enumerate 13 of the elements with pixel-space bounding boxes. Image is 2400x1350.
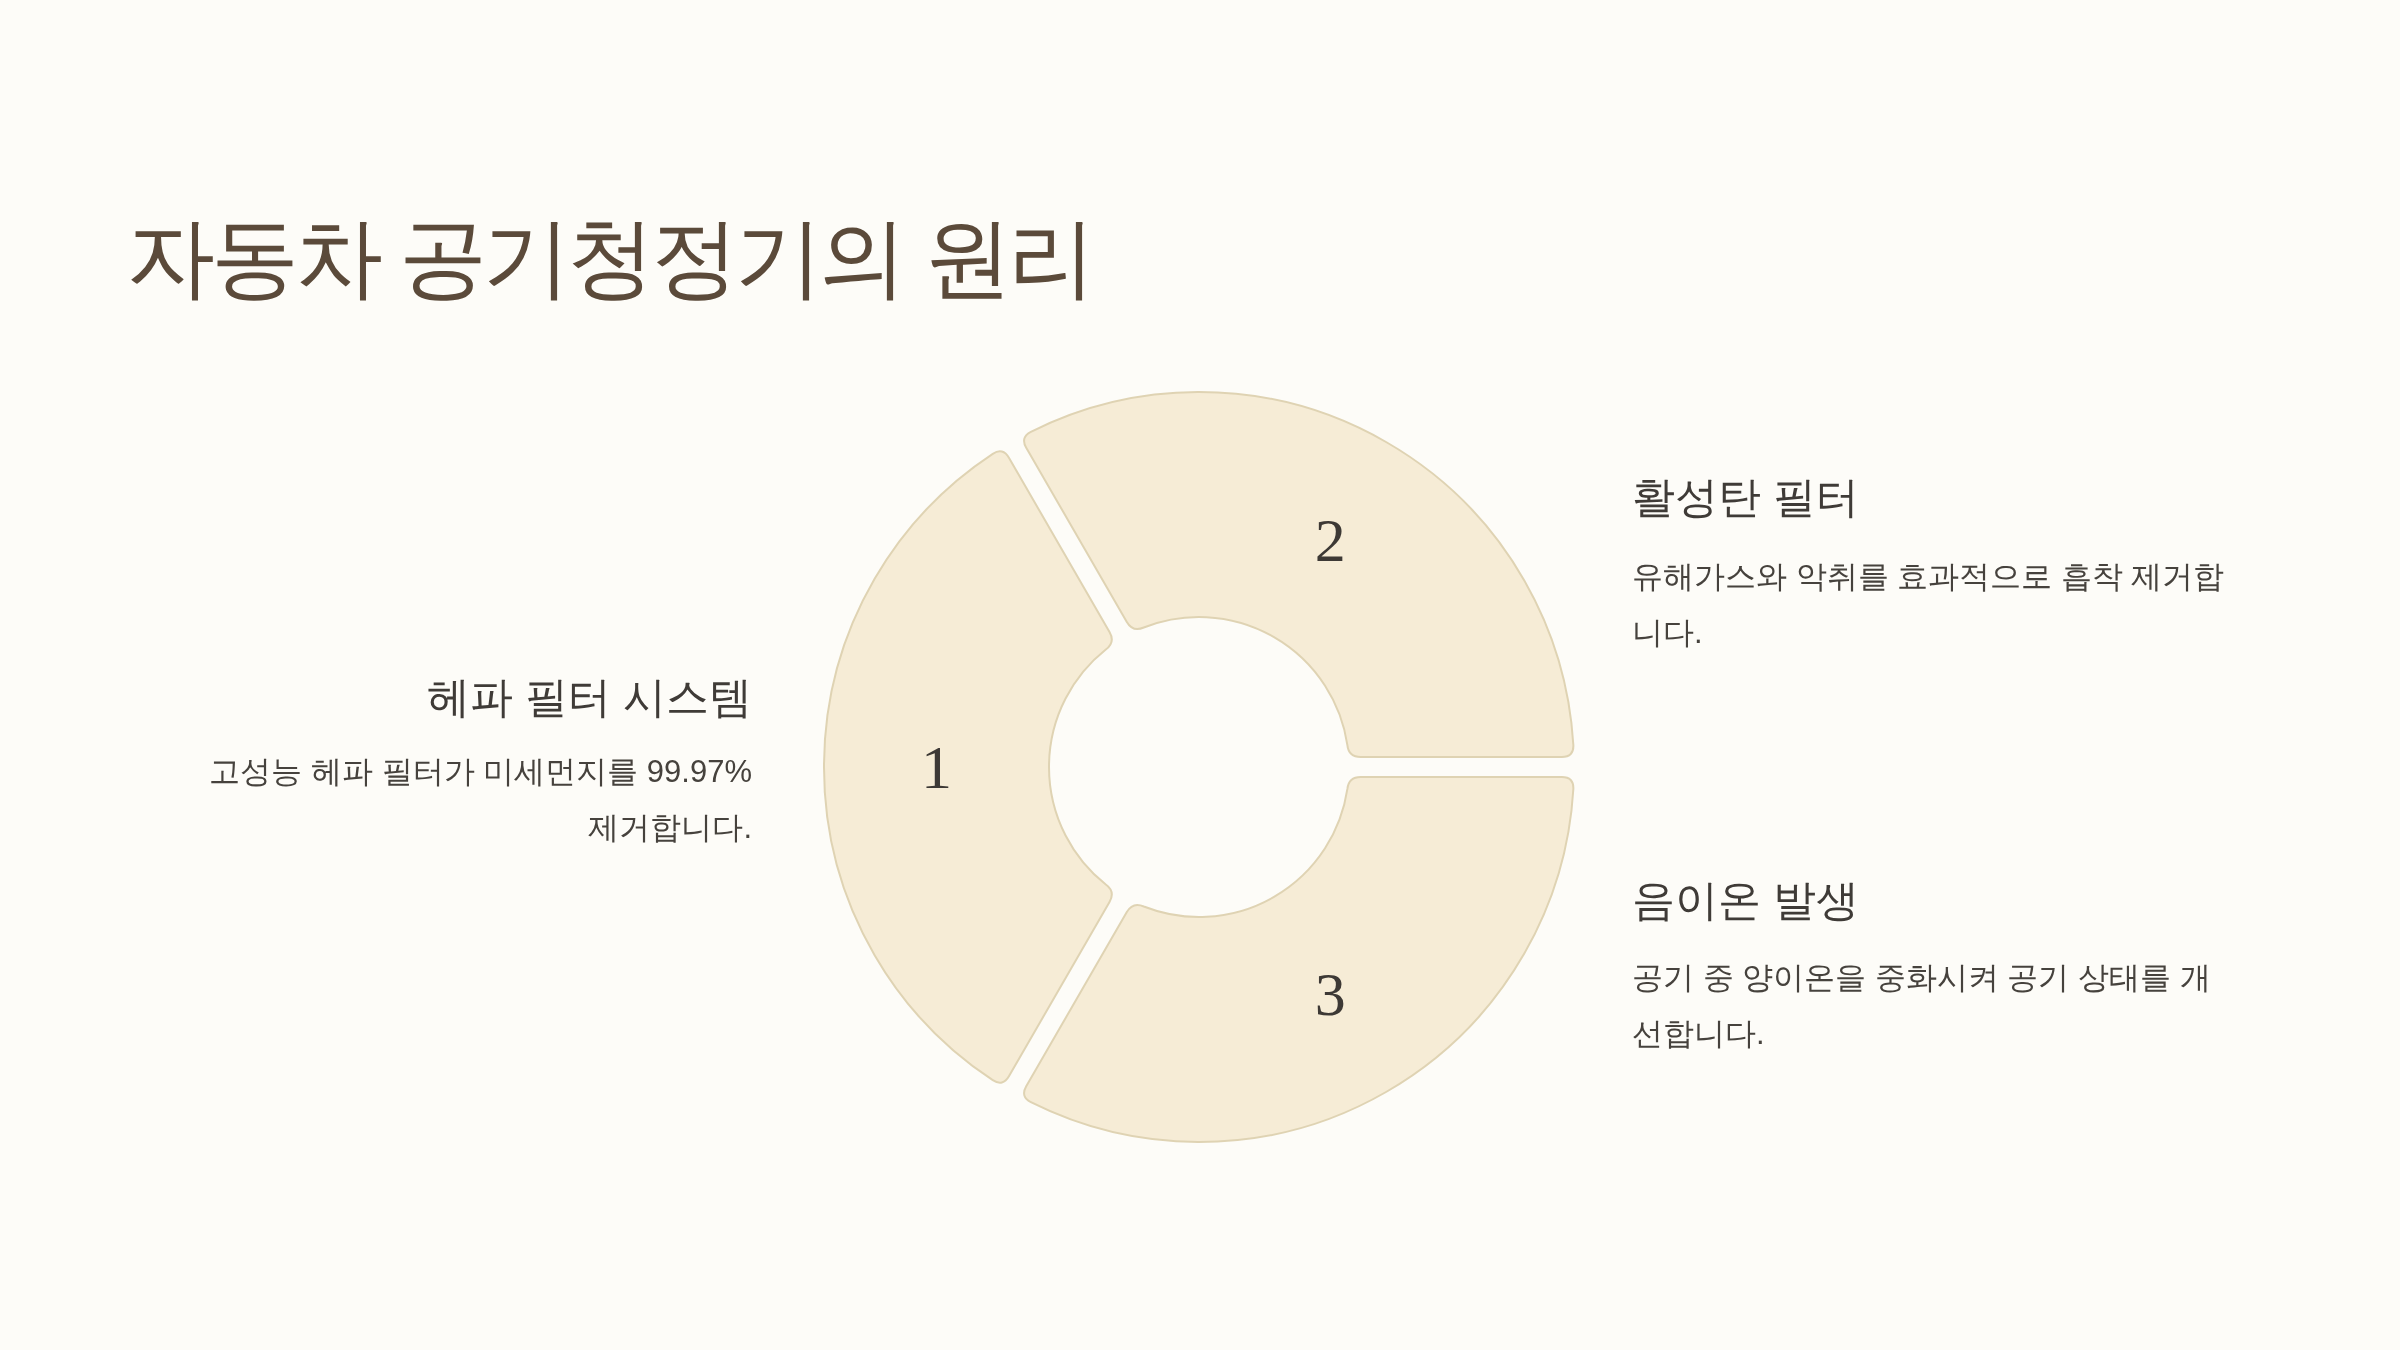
segment-number: 2 xyxy=(1314,505,1346,574)
section-heading: 헤파 필터 시스템 xyxy=(427,672,752,723)
section-heading: 활성탄 필터 xyxy=(1632,472,1859,523)
segment-number: 3 xyxy=(1314,960,1346,1029)
page-title: 자동차 공기청정기의 원리 xyxy=(127,207,1092,309)
donut-segment xyxy=(1023,391,1575,758)
section-heading: 음이온 발생 xyxy=(1632,875,1859,926)
description-text: 유해가스와 악취를 효과적으로 흡착 제거합니다. xyxy=(1632,558,2226,652)
segment-number: 1 xyxy=(921,733,952,801)
description-text: 고성능 헤파 필터가 미세먼지를 99.97% 제거합니다. xyxy=(208,753,752,847)
donut-segment xyxy=(1023,776,1575,1143)
donut-segment xyxy=(823,450,1113,1084)
description-text: 공기 중 양이온을 중화시켜 공기 상태를 개선합니다. xyxy=(1632,959,2212,1053)
